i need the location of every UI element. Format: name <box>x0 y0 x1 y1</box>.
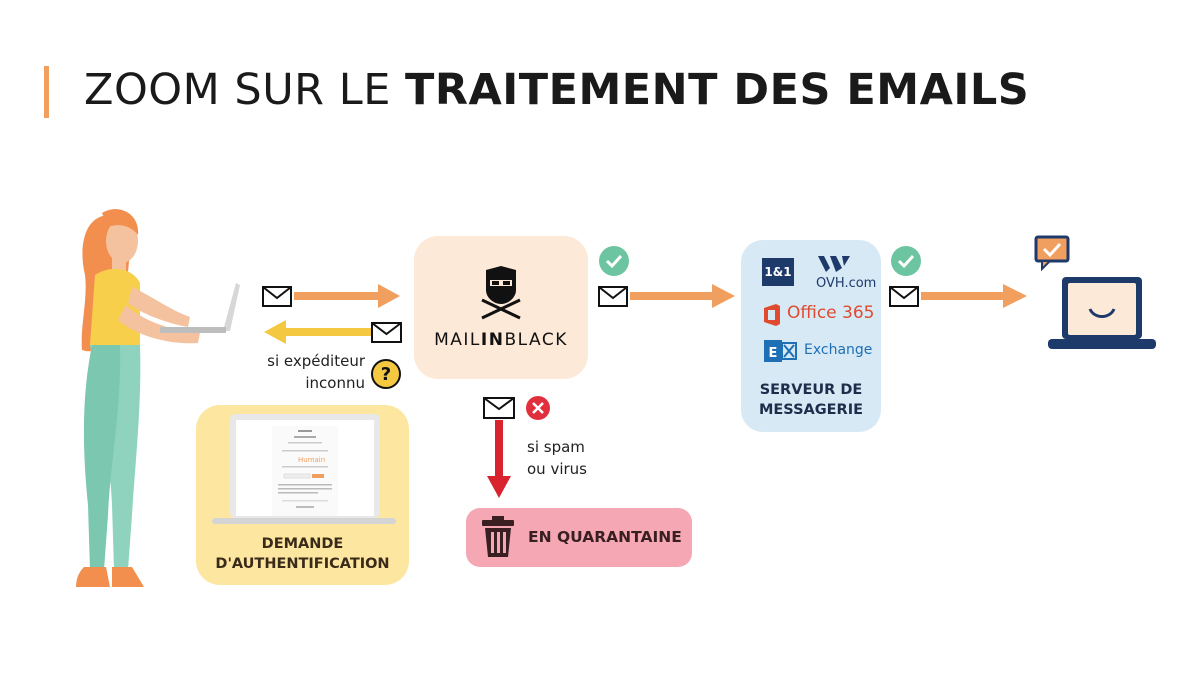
quarantine-label: EN QUARANTAINE <box>528 528 682 546</box>
mailinblack-wordmark: MAILINBLACK <box>434 330 568 350</box>
one-and-one-logo: 1&1 <box>762 258 794 286</box>
envelope-icon <box>598 286 628 307</box>
trash-icon <box>482 516 514 557</box>
ovh-label: OVH.com <box>816 276 877 291</box>
send-arrow <box>262 284 400 308</box>
office365-label: Office 365 <box>787 303 875 323</box>
recipient-laptop-icon <box>1034 235 1156 349</box>
cross-icon <box>526 396 550 420</box>
check-icon <box>599 246 629 276</box>
ovh-logo <box>818 256 850 272</box>
svg-text:E: E <box>769 346 778 361</box>
mail-server-label: SERVEUR DE MESSAGERIE <box>758 382 864 418</box>
challenge-return-arrow <box>264 320 402 344</box>
woman-with-laptop-illustration <box>76 209 240 587</box>
envelope-icon <box>371 322 402 343</box>
question-icon: ? <box>371 359 401 389</box>
exchange-logo: E <box>764 340 797 362</box>
check-icon <box>891 246 921 276</box>
forward-to-server-arrow <box>598 284 735 308</box>
authentication-laptop-preview: Humain <box>212 414 396 524</box>
title-accent-bar <box>44 66 49 118</box>
svg-text:?: ? <box>381 364 391 385</box>
spam-branch-arrow <box>483 396 550 498</box>
unknown-sender-note: si expéditeur inconnu <box>267 352 365 392</box>
envelope-icon <box>262 286 292 307</box>
spam-note: si spam ou virus <box>527 438 587 478</box>
office365-logo <box>764 304 780 326</box>
envelope-icon <box>483 397 515 419</box>
authentication-request-label: DEMANDE D'AUTHENTIFICATION <box>215 536 390 572</box>
mailinblack-logo-icon <box>481 266 521 320</box>
deliver-arrow <box>889 284 1027 308</box>
page-title: ZOOM SUR LE TRAITEMENT DES EMAILS <box>84 65 1030 115</box>
envelope-icon <box>889 286 919 307</box>
captcha-preview-word: Humain <box>298 456 325 464</box>
exchange-label: Exchange <box>804 342 873 358</box>
